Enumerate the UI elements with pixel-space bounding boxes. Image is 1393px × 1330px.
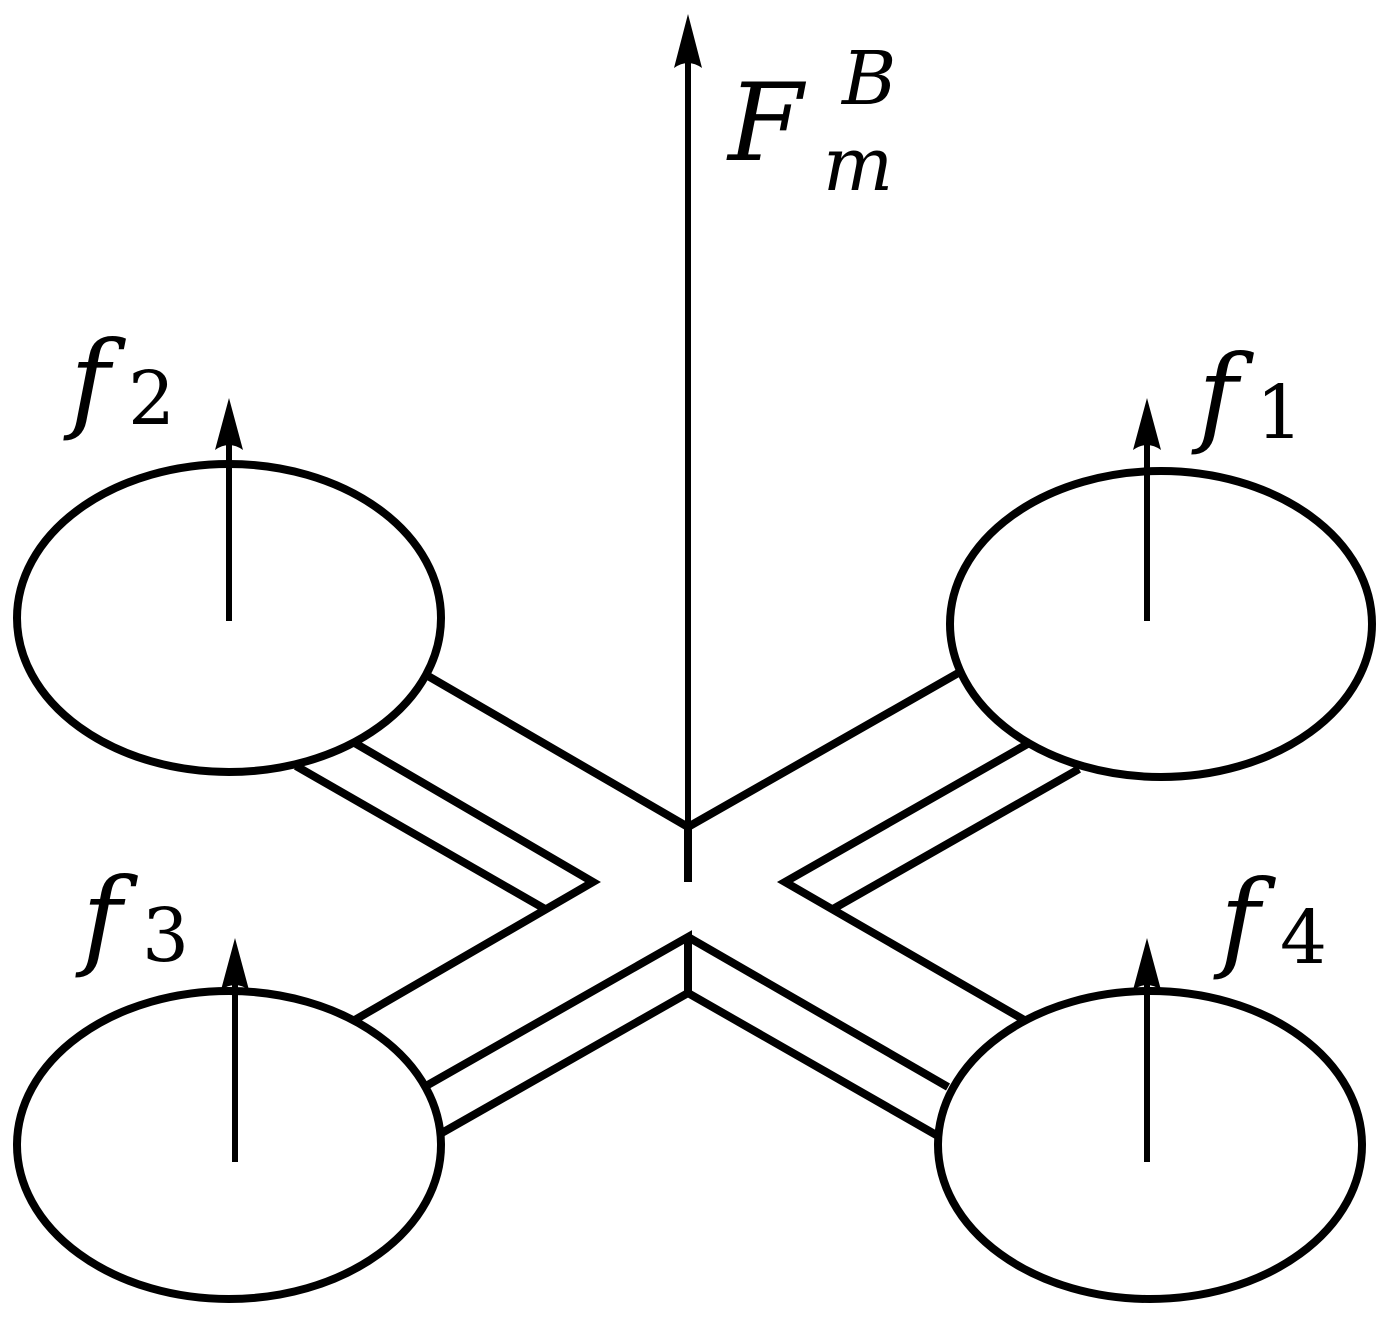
rotor1-force-label: f 1 — [1191, 333, 1303, 458]
main-force-subscript: m — [823, 122, 893, 208]
arrow-up-icon — [221, 938, 249, 990]
rotor3-force-arrow — [221, 938, 249, 1162]
rotor3-force-label: f 3 — [75, 856, 189, 981]
rotor1-force-index: 1 — [1256, 370, 1303, 456]
arm-outline-rotor2-rotor3 — [350, 738, 601, 1025]
arm-inner-rotor2 — [294, 762, 547, 913]
rotor3-force-index: 3 — [142, 893, 189, 979]
rotor2-force-arrow — [215, 398, 243, 621]
arrow-up-icon — [215, 398, 243, 450]
main-force-arrow — [674, 14, 702, 827]
rotor1-force-symbol: f — [1191, 333, 1254, 458]
rotor4-force-index: 4 — [1280, 895, 1327, 981]
rotor4-force-label: f 4 — [1213, 858, 1327, 983]
arm-inner-rotor1 — [831, 765, 1081, 913]
rotor2-force-label: f 2 — [63, 319, 175, 444]
main-force-label: F B m — [726, 36, 896, 208]
arrow-up-icon — [1133, 938, 1161, 990]
rotor-1 — [946, 467, 1376, 781]
rotor1-force-arrow — [1133, 398, 1161, 621]
rotor2-force-symbol: f — [63, 319, 126, 444]
quadrotor-frame — [294, 668, 1081, 1140]
main-force-superscript: B — [840, 36, 896, 122]
arm-inner-rotor4 — [686, 989, 940, 1140]
arrow-up-icon — [674, 14, 702, 68]
rotor4-force-arrow — [1133, 938, 1161, 1162]
rotor3-force-symbol: f — [75, 856, 138, 981]
arm-outline-rotor2 — [425, 672, 691, 831]
arrow-up-icon — [1133, 398, 1161, 450]
arm-inner-rotor3 — [438, 989, 690, 1138]
arm-outline-rotor4 — [686, 933, 950, 1091]
main-force-base: F — [726, 61, 807, 186]
rotors — [13, 460, 1376, 1303]
rotor2-force-index: 2 — [128, 356, 175, 442]
rotor-3 — [13, 987, 445, 1303]
arm-outline-rotor1-rotor4 — [776, 738, 1033, 1025]
arm-outline-rotor1 — [684, 668, 962, 882]
rotor4-force-symbol: f — [1213, 858, 1276, 983]
